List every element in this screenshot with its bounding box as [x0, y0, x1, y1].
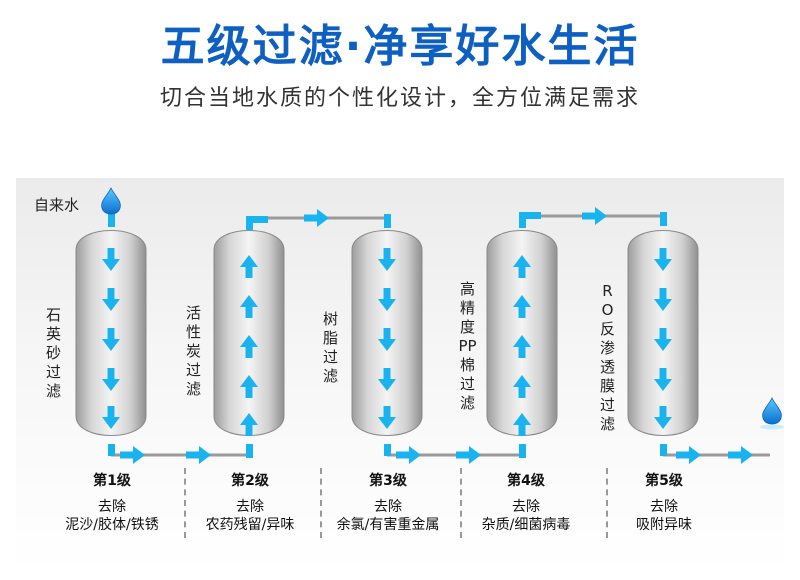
flow-arrow-down	[102, 406, 120, 429]
flow-elbow	[108, 444, 115, 456]
flow-arrow-up	[513, 295, 531, 318]
stage-3: 第3级 去除 余氯/有害重金属	[318, 470, 458, 534]
flow-arrow-up	[240, 375, 258, 398]
stage-level: 第5级	[645, 473, 683, 489]
flow-arrow-up	[240, 413, 258, 436]
flow-arrow-right	[186, 446, 211, 464]
stage-action: 去除	[650, 499, 678, 515]
stage-2: 第2级 去除 农药残留/异味	[180, 470, 320, 534]
stage-targets: 余氯/有害重金属	[336, 517, 440, 533]
stage-divider	[320, 468, 322, 538]
water-drop-icon	[101, 187, 121, 215]
flow-arrow-down	[654, 406, 672, 429]
tank-label-4: 高精度PP棉过滤	[458, 280, 477, 412]
tank-label-5: RO反渗透膜过滤	[599, 282, 615, 433]
flow-elbow	[246, 216, 268, 223]
flow-elbow	[660, 212, 667, 226]
stage-5: 第5级 去除 吸附异味	[594, 470, 734, 534]
stage-level: 第2级	[231, 473, 269, 489]
flow-arrow-down	[102, 328, 120, 351]
flow-arrow-down	[102, 368, 120, 391]
tank-label-2: 活性炭过滤	[185, 304, 201, 398]
flow-elbow	[246, 444, 253, 458]
inlet-label: 自来水	[34, 196, 80, 214]
stage-4: 第4级 去除 杂质/细菌病毒	[456, 470, 596, 534]
flow-arrow-right	[120, 446, 145, 464]
flow-arrow-down	[378, 248, 396, 271]
flow-arrow-up	[513, 375, 531, 398]
tank-label-3: 树脂过滤	[322, 310, 338, 385]
flow-arrow-down	[378, 288, 396, 311]
flow-arrow-up	[240, 335, 258, 358]
filter-tank-2	[213, 230, 285, 436]
flow-arrow-down	[102, 288, 120, 311]
page-subtitle: 切合当地水质的个性化设计，全方位满足需求	[159, 86, 640, 111]
flow-arrow-down	[654, 248, 672, 271]
stage-targets: 杂质/细菌病毒	[481, 517, 571, 533]
page-title: 五级过滤·净享好水生活	[160, 21, 640, 72]
stage-action: 去除	[512, 499, 540, 515]
stage-targets: 吸附异味	[636, 517, 692, 533]
flow-arrow-right	[728, 446, 753, 464]
flow-arrow-right	[676, 446, 701, 464]
flow-arrow-right	[304, 209, 329, 227]
stage-level: 第3级	[369, 473, 407, 489]
flow-arrow-right	[456, 446, 481, 464]
flow-arrow-up	[513, 255, 531, 278]
filter-tank-4	[486, 230, 558, 436]
flow-arrow-down	[654, 368, 672, 391]
flow-arrow-down	[378, 406, 396, 429]
flow-elbow	[384, 214, 391, 228]
tank-label-1: 石英砂过滤	[45, 306, 61, 400]
flow-elbow	[660, 444, 667, 456]
stage-targets: 农药残留/异味	[205, 517, 295, 533]
flow-arrow-down	[378, 328, 396, 351]
flow-arrow-up	[513, 413, 531, 436]
flow-arrow-down	[654, 328, 672, 351]
flow-arrow-down	[654, 288, 672, 311]
water-drop-icon	[762, 397, 782, 425]
stage-action: 去除	[374, 499, 402, 515]
stage-action: 去除	[98, 499, 126, 515]
stage-divider	[460, 468, 462, 538]
flow-elbow	[108, 213, 115, 227]
stage-1: 第1级 去除 泥沙/胶体/铁锈	[42, 470, 182, 534]
flow-arrow-right	[396, 446, 421, 464]
stage-divider	[606, 468, 608, 538]
stage-divider	[184, 468, 186, 538]
flow-elbow	[519, 214, 526, 228]
flow-arrow-up	[513, 335, 531, 358]
flow-elbow	[384, 444, 391, 456]
stage-level: 第1级	[93, 473, 131, 489]
stage-action: 去除	[236, 499, 264, 515]
flow-arrow-up	[240, 255, 258, 278]
flow-arrow-down	[102, 248, 120, 271]
stage-level: 第4级	[507, 473, 545, 489]
flow-elbow	[519, 444, 526, 458]
stage-targets: 泥沙/胶体/铁锈	[65, 517, 159, 533]
flow-arrow-down	[378, 368, 396, 391]
flow-arrow-right	[582, 207, 607, 225]
drop-splash-icon	[760, 424, 784, 430]
flow-arrow-up	[240, 295, 258, 318]
flow-elbow	[519, 212, 541, 219]
